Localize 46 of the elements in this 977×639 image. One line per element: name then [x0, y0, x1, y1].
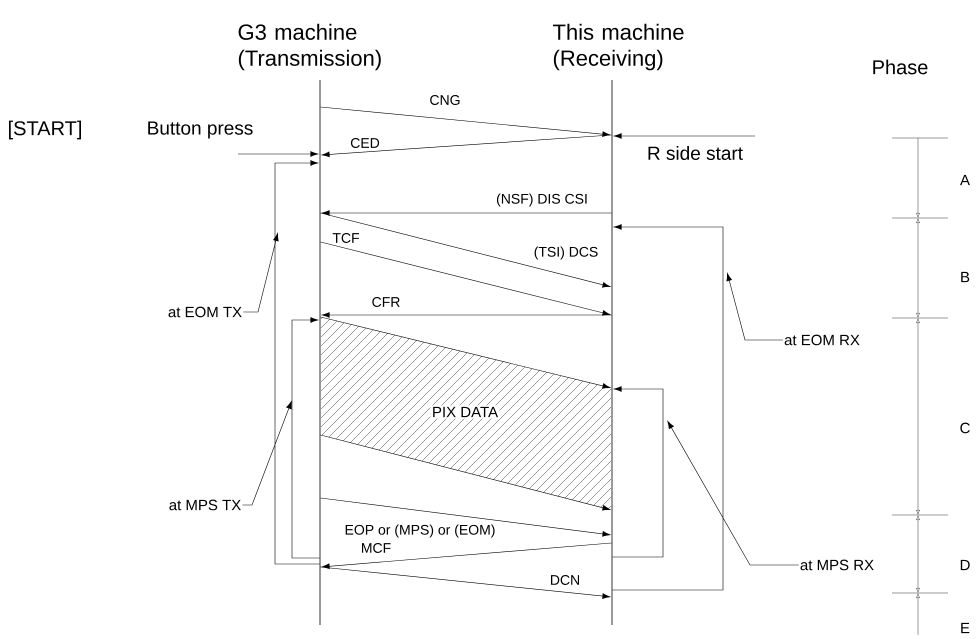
node-label: G3 machine (Transmission) [238, 24, 381, 70]
loop-arrow [612, 386, 664, 558]
phase-heading: Phase [873, 60, 928, 74]
phase-letter: C [960, 422, 970, 434]
arrow [320, 242, 610, 316]
arrow [614, 133, 756, 139]
edge-label: CNG [428, 94, 462, 106]
edge-label: DCN [548, 574, 582, 586]
loop-arrow [274, 160, 320, 564]
leader-line [726, 273, 784, 340]
arrow [320, 434, 610, 511]
leader-line [243, 233, 279, 312]
edge-label: CED [349, 137, 381, 149]
edge-label: R side start [646, 145, 744, 161]
note-text: at MPS TX [169, 500, 241, 510]
phase-letter: B [961, 272, 970, 282]
edge-label: EOP or (MPS) or (EOM) [344, 523, 496, 539]
leader-line [667, 420, 799, 566]
arrow [238, 151, 318, 157]
leader-line [242, 401, 292, 506]
note-text: at EOM TX [168, 306, 242, 318]
edge-label: CFR [370, 296, 402, 308]
arrow [320, 498, 610, 537]
arrow [320, 212, 610, 288]
arrow [322, 134, 612, 158]
note-text: at EOM RX [784, 334, 860, 346]
arrow [322, 542, 612, 570]
note-text: at MPS RX [800, 560, 874, 570]
phase-letter: A [960, 174, 970, 186]
phase-letter: D [960, 560, 970, 570]
data-label: PIX DATA [430, 405, 500, 419]
edge-label: Button press [146, 120, 254, 140]
arrow [322, 210, 612, 216]
edge-label: (NSF) DIS CSI [495, 192, 589, 208]
arrow [320, 316, 610, 389]
edge-label: MCF [360, 542, 392, 554]
loop-arrow [292, 317, 320, 558]
arrow [320, 106, 610, 137]
arrow [322, 312, 612, 318]
start-label: [START] [9, 120, 81, 140]
phase-letter: E [961, 622, 970, 634]
loop-arrow [612, 224, 724, 590]
edge-label: (TSI) DCS [532, 245, 600, 261]
node-label: This machine (Receiving) [553, 24, 684, 70]
arrow [320, 566, 610, 599]
edge-label: TCF [331, 232, 361, 244]
